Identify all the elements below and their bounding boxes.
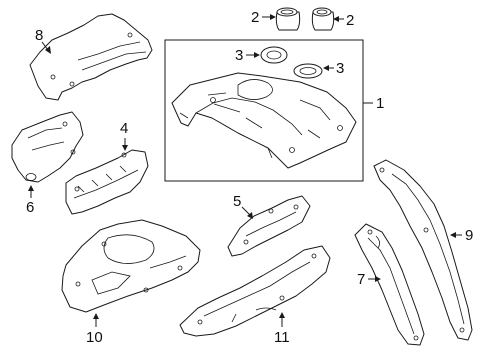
seal-lower [293,63,323,79]
callout-1: 1 [376,95,384,112]
grommet-left [275,7,301,31]
callout-6-arrow [28,185,34,191]
callout-4: 4 [120,120,128,137]
callout-2b: 2 [346,12,354,29]
heat-shield-bracket-5 [227,195,311,257]
heat-shield-upper-left [29,13,153,101]
heat-shield-9 [373,159,473,341]
callout-3b-arrow [323,65,329,71]
callout-7-arrow [375,276,381,282]
engine-cover [171,72,357,169]
heat-shield-bracket-6 [11,111,84,183]
callout-2b-arrow [333,16,339,22]
callout-3a-arrow [254,52,260,58]
callout-9-arrow [450,232,456,238]
engine-cover-assembly-box [164,39,364,182]
callout-11-arrow [279,312,285,318]
callout-7: 7 [357,271,365,288]
grommet-right [311,7,335,31]
callout-9: 9 [465,227,473,244]
callout-8-arrow [45,46,51,54]
callout-8: 8 [35,27,43,44]
callout-10: 10 [86,329,103,346]
callout-2a-arrow [270,14,276,20]
heat-shield-7 [354,223,425,346]
callout-3a: 3 [235,47,243,64]
callout-5: 5 [233,193,241,210]
heat-shield-11 [179,245,331,337]
callout-6: 6 [26,199,34,216]
callout-5-arrow [247,212,253,219]
heat-shield-10 [61,219,201,313]
callout-3b: 3 [336,60,344,77]
callout-5-leader [241,206,251,216]
callout-10-arrow [93,313,99,319]
callout-4-arrow [122,145,128,151]
heat-shield-4 [65,149,149,215]
callout-11: 11 [274,329,290,346]
seal-upper [260,46,288,64]
callout-2a: 2 [251,9,259,26]
